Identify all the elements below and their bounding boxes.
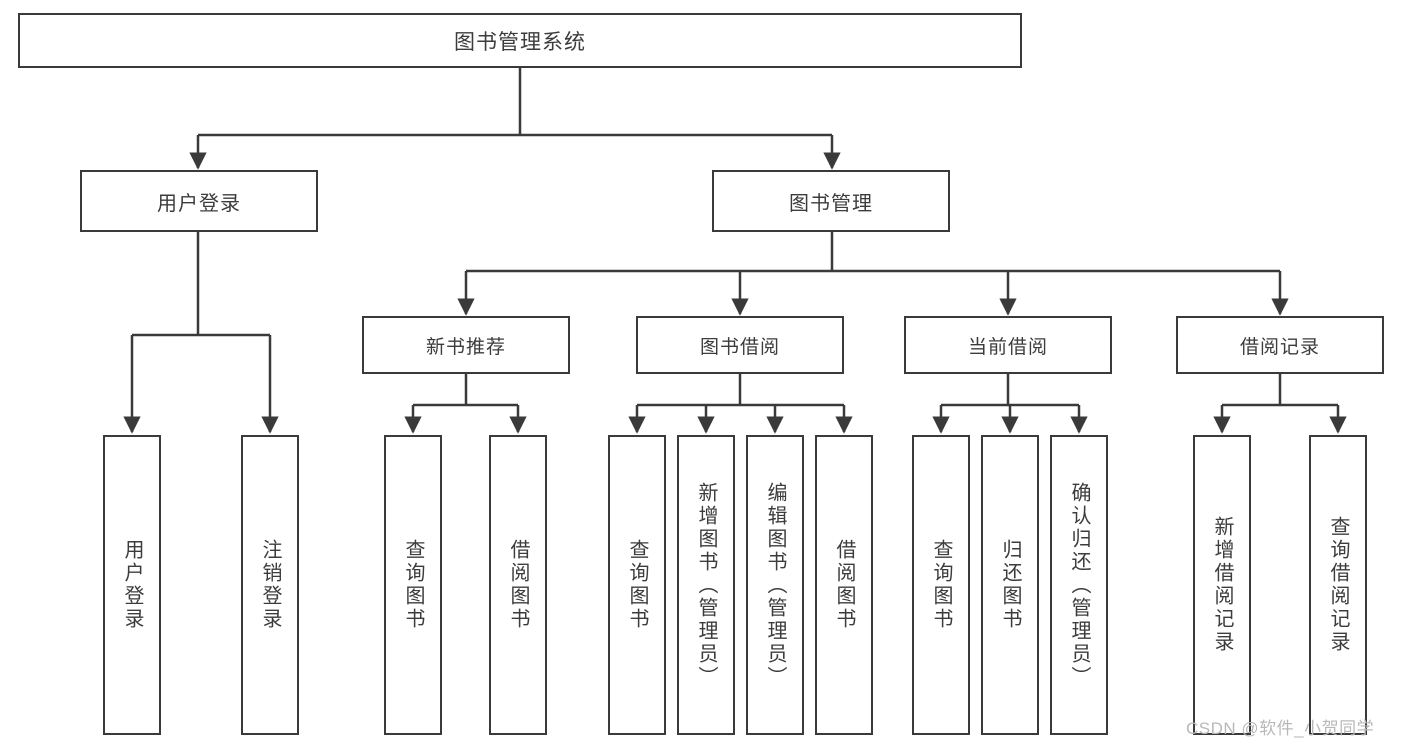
node-root-label: 图书管理系统 [454,30,586,54]
node-leaf-query-book-2[interactable]: 查询图书 [608,435,666,735]
watermark: CSDN @软件_小贺同学 [1186,719,1375,738]
node-leaf-add-record[interactable]: 新增借阅记录 [1193,435,1251,735]
node-leaf-add-record-label: 新增借阅记录 [1211,516,1233,654]
node-leaf-query-book-3-label: 查询图书 [930,539,952,631]
node-leaf-borrow-book-2-label: 借阅图书 [833,539,855,631]
node-leaf-return-book-label: 归还图书 [999,539,1021,631]
node-user-login-label: 用户登录 [157,192,241,215]
node-leaf-add-book[interactable]: 新增图书（管理员） [677,435,735,735]
node-leaf-confirm-return[interactable]: 确认归还（管理员） [1050,435,1108,735]
node-leaf-add-book-label: 新增图书（管理员） [695,481,717,689]
node-leaf-user-login[interactable]: 用户登录 [103,435,161,735]
node-new-book-recommend[interactable]: 新书推荐 [362,316,570,374]
node-current-borrow-label: 当前借阅 [967,336,1048,358]
node-user-login[interactable]: 用户登录 [80,170,318,232]
node-book-borrow-label: 图书借阅 [699,336,780,358]
node-book-borrow[interactable]: 图书借阅 [636,316,844,374]
node-leaf-return-book[interactable]: 归还图书 [981,435,1039,735]
node-leaf-edit-book-label: 编辑图书（管理员） [764,481,786,689]
node-leaf-query-record[interactable]: 查询借阅记录 [1309,435,1367,735]
node-leaf-borrow-book-1[interactable]: 借阅图书 [489,435,547,735]
node-current-borrow[interactable]: 当前借阅 [904,316,1112,374]
node-borrow-record[interactable]: 借阅记录 [1176,316,1384,374]
node-leaf-query-book-3[interactable]: 查询图书 [912,435,970,735]
node-root[interactable]: 图书管理系统 [18,13,1022,68]
node-leaf-borrow-book-2[interactable]: 借阅图书 [815,435,873,735]
node-leaf-logout-login[interactable]: 注销登录 [241,435,299,735]
node-leaf-query-book-1-label: 查询图书 [402,539,424,631]
node-leaf-borrow-book-1-label: 借阅图书 [507,539,529,631]
node-leaf-user-login-label: 用户登录 [121,539,143,631]
node-leaf-edit-book[interactable]: 编辑图书（管理员） [746,435,804,735]
node-book-manage-label: 图书管理 [789,192,873,215]
node-book-manage[interactable]: 图书管理 [712,170,950,232]
node-leaf-query-book-2-label: 查询图书 [626,539,648,631]
node-leaf-confirm-return-label: 确认归还（管理员） [1068,481,1090,689]
node-new-book-recommend-label: 新书推荐 [425,336,506,358]
node-leaf-query-book-1[interactable]: 查询图书 [384,435,442,735]
node-leaf-query-record-label: 查询借阅记录 [1327,516,1349,654]
node-leaf-logout-login-label: 注销登录 [259,539,281,631]
node-borrow-record-label: 借阅记录 [1239,336,1320,358]
